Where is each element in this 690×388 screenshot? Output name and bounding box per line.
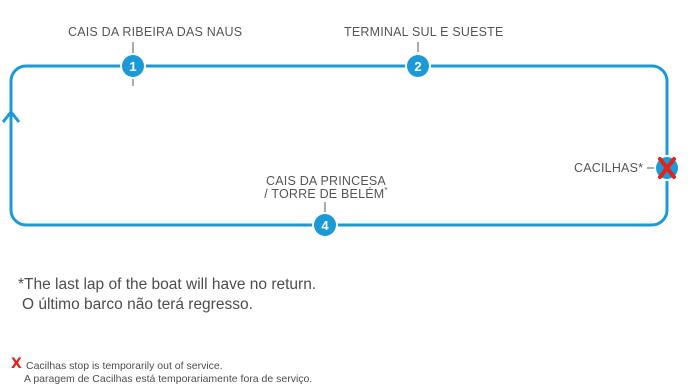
stop-4-label-line1: CAIS DA PRINCESA [266, 174, 386, 188]
arrow-up-icon [1, 109, 21, 123]
stop-1-label: CAIS DA RIBEIRA DAS NAUS [68, 25, 243, 39]
stop-2-marker: 2 [405, 53, 431, 79]
note-last-lap-en: *The last lap of the boat will have no r… [18, 276, 317, 293]
route-loop [9, 64, 669, 227]
stop-4-label-line2-wrap: / TORRE DE BELÉM* [262, 185, 390, 201]
note-closed-en: Cacilhas stop is temporarily out of serv… [26, 360, 223, 372]
stop-2-label: TERMINAL SUL E SUESTE [344, 25, 504, 39]
closed-x-icon: X [11, 356, 22, 372]
stop-4-label-asterisk: * [384, 185, 388, 195]
stop-2-number: 2 [414, 59, 421, 74]
stop-1-marker: 1 [120, 53, 146, 79]
stop-3-marker [654, 155, 680, 181]
stop-4-marker: 4 [312, 212, 338, 238]
note-closed-pt: A paragem de Cacilhas está temporariamen… [24, 373, 313, 385]
stop-4-label: CAIS DA PRINCESA / TORRE DE BELÉM* [262, 175, 390, 201]
stop-4-label-line2: / TORRE DE BELÉM [264, 187, 385, 201]
x-icon [658, 157, 676, 179]
note-last-lap-pt: O último barco não terá regresso. [22, 296, 253, 313]
stop-4-number: 4 [321, 218, 329, 233]
stop-3-label: CACILHAS* [574, 161, 644, 175]
stop-1-number: 1 [129, 59, 136, 74]
